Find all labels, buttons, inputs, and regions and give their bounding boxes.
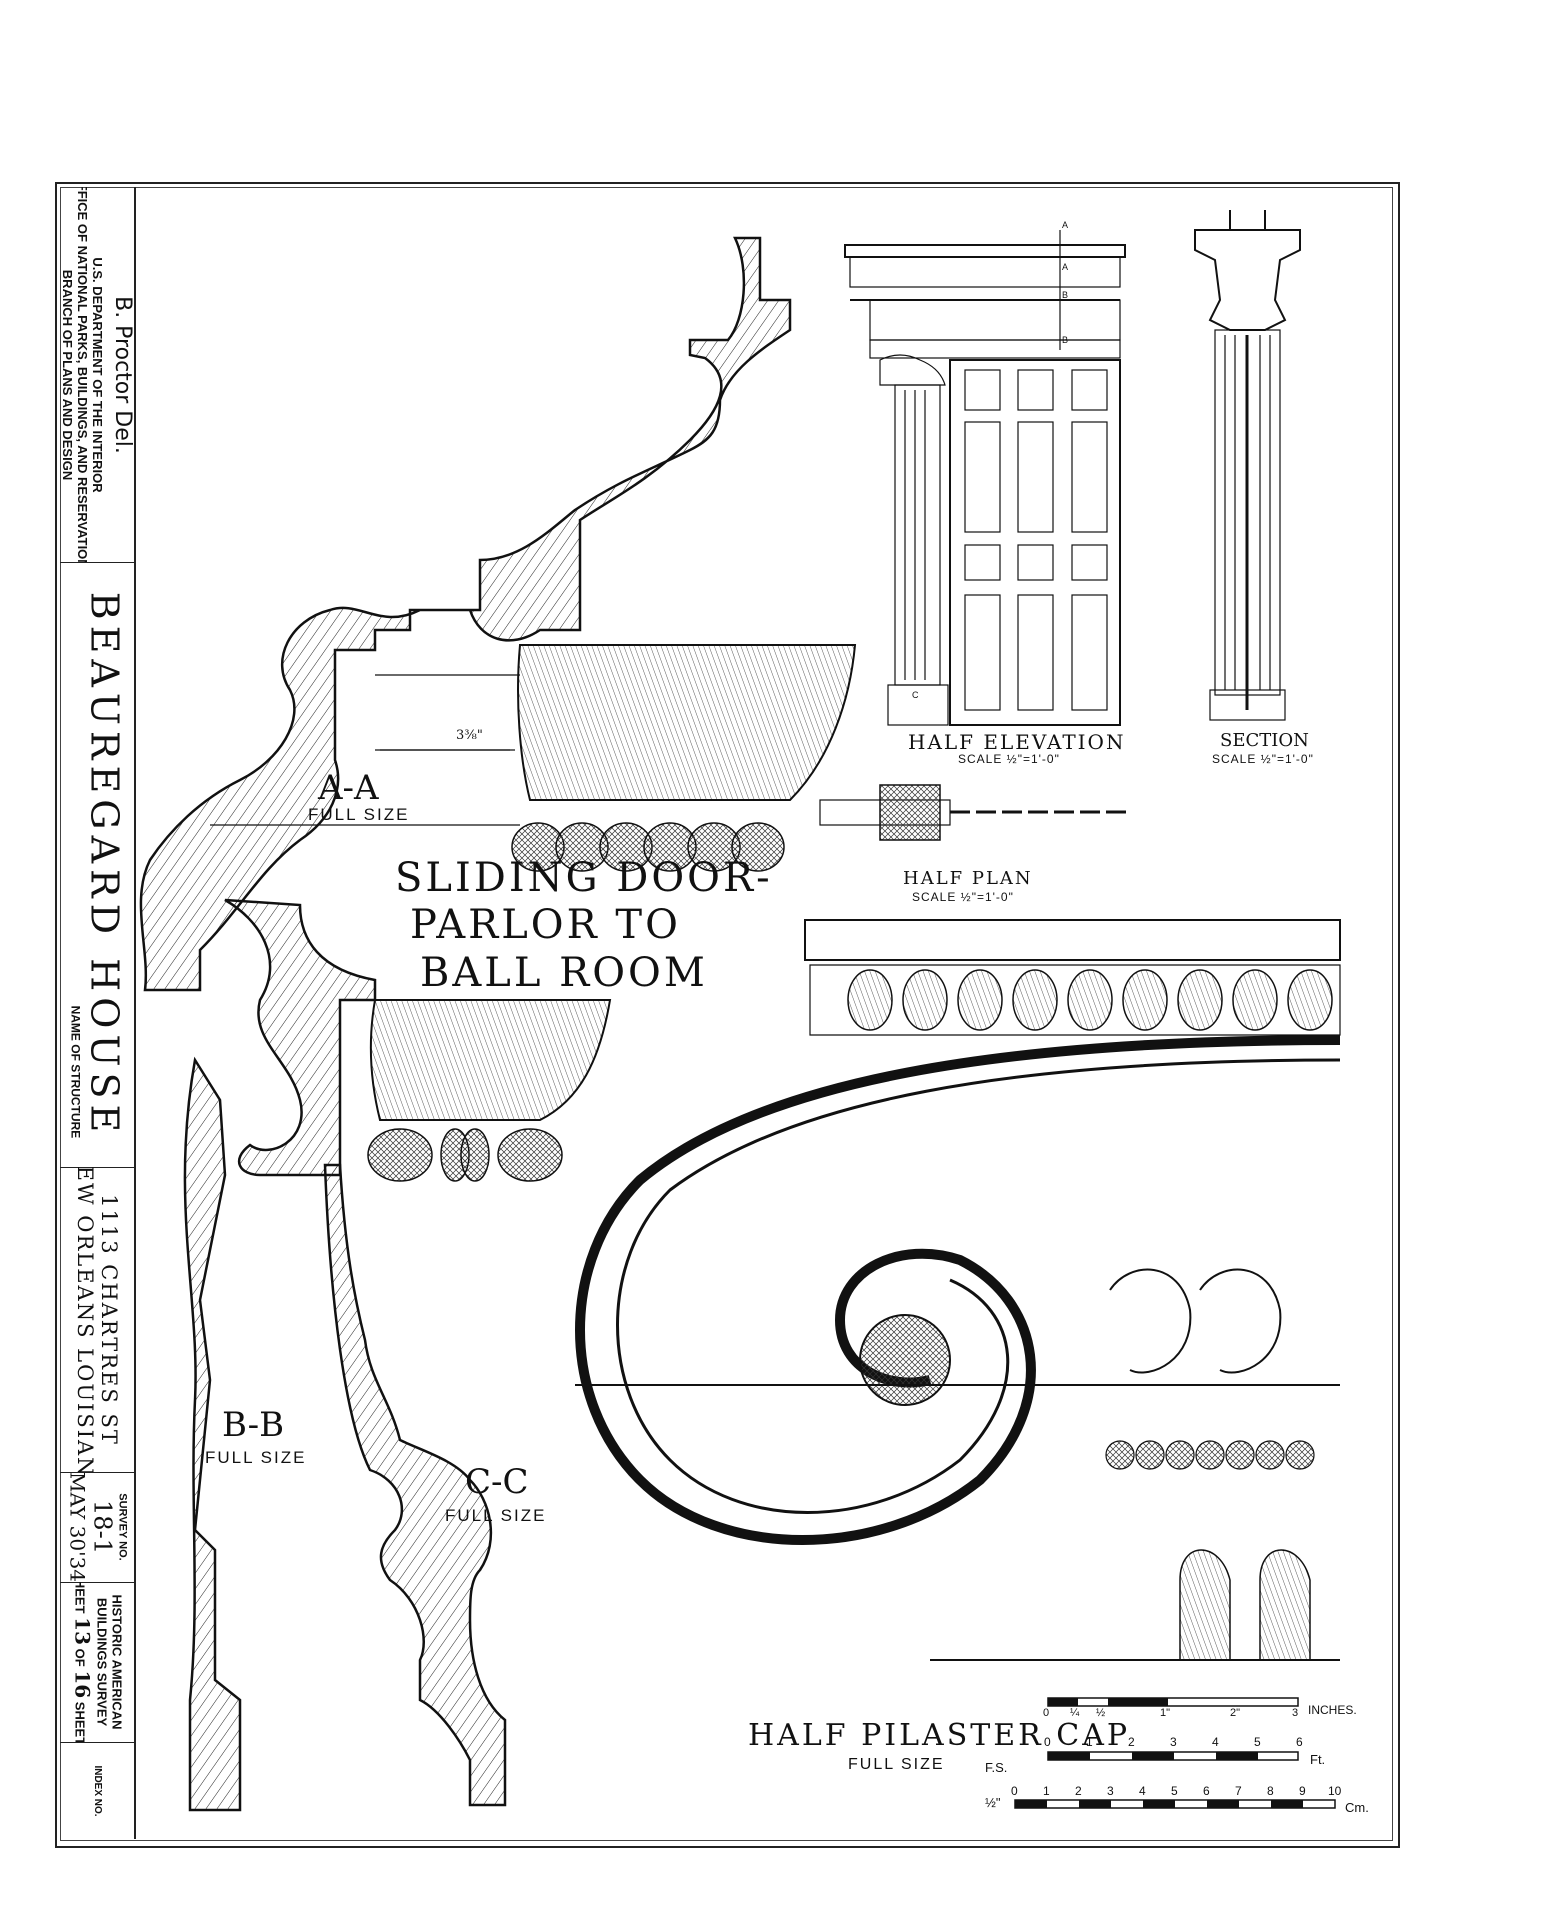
pilaster-section	[1194, 210, 1301, 721]
half-plan-scale: SCALE ½"=1'-0"	[912, 890, 1014, 904]
section-cc-profile	[323, 1163, 507, 1807]
inch-tick: 3	[1292, 1707, 1299, 1719]
section-label: SECTION	[1220, 730, 1309, 751]
acanthus-band-lower	[369, 999, 612, 1121]
marker-b-bottom: B	[1062, 335, 1069, 345]
section-scale: SCALE ½"=1'-0"	[1212, 752, 1314, 766]
title-line-2: PARLOR TO	[410, 902, 681, 948]
inch-tick: ½	[1096, 1707, 1106, 1719]
marker-c: C	[912, 690, 919, 700]
marker-a-bottom: A	[1062, 262, 1069, 272]
feet-tick: 5	[1254, 1735, 1261, 1749]
feet-tick: 3	[1170, 1735, 1177, 1749]
title-block: B. Proctor Del. U.S. DEPARTMENT OF THE I…	[60, 187, 136, 1839]
half-pilaster-cap	[575, 919, 1341, 1661]
cm-tick: 7	[1235, 1784, 1242, 1798]
cm-tick: 8	[1267, 1784, 1274, 1798]
feet-tick: 2	[1128, 1735, 1135, 1749]
cm-tick: 10	[1328, 1784, 1342, 1798]
cm-tick: 6	[1203, 1784, 1210, 1798]
title-line-1: SLIDING DOOR-	[395, 855, 773, 901]
half-plan-label: HALF PLAN	[903, 868, 1033, 889]
scale-half-label: ½"	[985, 1795, 1001, 1810]
structure-name-cell: BEAUREGARD HOUSE NAME OF STRUCTURE	[60, 562, 134, 1168]
cm-tick: 4	[1139, 1784, 1146, 1798]
section-cc-scale: FULL SIZE	[445, 1506, 547, 1525]
half-elevation-label: HALF ELEVATION	[908, 730, 1126, 754]
cm-tick: 3	[1107, 1784, 1114, 1798]
feet-tick: 0	[1044, 1735, 1051, 1749]
survey-cell: SURVEY NO. 18-1 MAY 30'34	[60, 1472, 134, 1583]
scale-bars	[1014, 1697, 1336, 1809]
cm-tick: 5	[1171, 1784, 1178, 1798]
inch-tick: ¼	[1070, 1707, 1080, 1719]
cm-tick: 2	[1075, 1784, 1082, 1798]
cm-tick: 0	[1011, 1784, 1018, 1798]
program-cell: HISTORIC AMERICAN BUILDINGS SURVEY SHEET…	[60, 1582, 134, 1743]
feet-tick: 1	[1086, 1735, 1093, 1749]
inch-tick: 2"	[1230, 1707, 1241, 1719]
cornice-profile	[139, 236, 792, 992]
inch-tick: 1"	[1160, 1707, 1171, 1719]
half-elevation-scale: SCALE ½"=1'-0"	[958, 752, 1060, 766]
inch-tick: 0	[1043, 1707, 1050, 1719]
sheet-border	[55, 182, 1400, 1848]
acanthus-band-upper	[517, 644, 857, 801]
half-plan	[819, 784, 1130, 841]
dimension-aa: 3⅜"	[456, 728, 483, 743]
feet-tick: 6	[1296, 1735, 1303, 1749]
section-aa-scale: FULL SIZE	[308, 805, 410, 824]
scale-fs-label: F.S.	[985, 1760, 1008, 1775]
section-bb-profile	[183, 898, 377, 1812]
address-cell: 1113 CHARTRES ST NEW ORLEANS LOUISIANA	[60, 1167, 134, 1473]
half-pilaster-cap-label: HALF PILASTER CAP	[748, 1718, 1131, 1753]
section-aa-label: A-A	[318, 768, 379, 808]
scale-inches-label: INCHES.	[1308, 1703, 1357, 1717]
bead-row-upper	[511, 822, 785, 872]
section-cc-label: C-C	[465, 1462, 529, 1502]
marker-b-top: B	[1062, 290, 1069, 300]
half-pilaster-cap-scale: FULL SIZE	[848, 1756, 945, 1773]
cm-tick: 1	[1043, 1784, 1050, 1798]
scale-cm-label: Cm.	[1345, 1800, 1369, 1815]
feet-tick: 4	[1212, 1735, 1219, 1749]
scale-feet-label: Ft.	[1310, 1752, 1326, 1767]
cm-tick: 9	[1299, 1784, 1306, 1798]
title-line-3: BALL ROOM	[420, 950, 708, 996]
bead-row-lower	[367, 1128, 563, 1182]
section-bb-scale: FULL SIZE	[205, 1448, 307, 1467]
section-bb-label: B-B	[222, 1405, 285, 1445]
marker-a-top: A	[1062, 220, 1069, 230]
sheet-inner-border	[60, 187, 1393, 1841]
half-elevation-door	[844, 230, 1126, 726]
agency-cell: B. Proctor Del. U.S. DEPARTMENT OF THE I…	[60, 187, 134, 563]
